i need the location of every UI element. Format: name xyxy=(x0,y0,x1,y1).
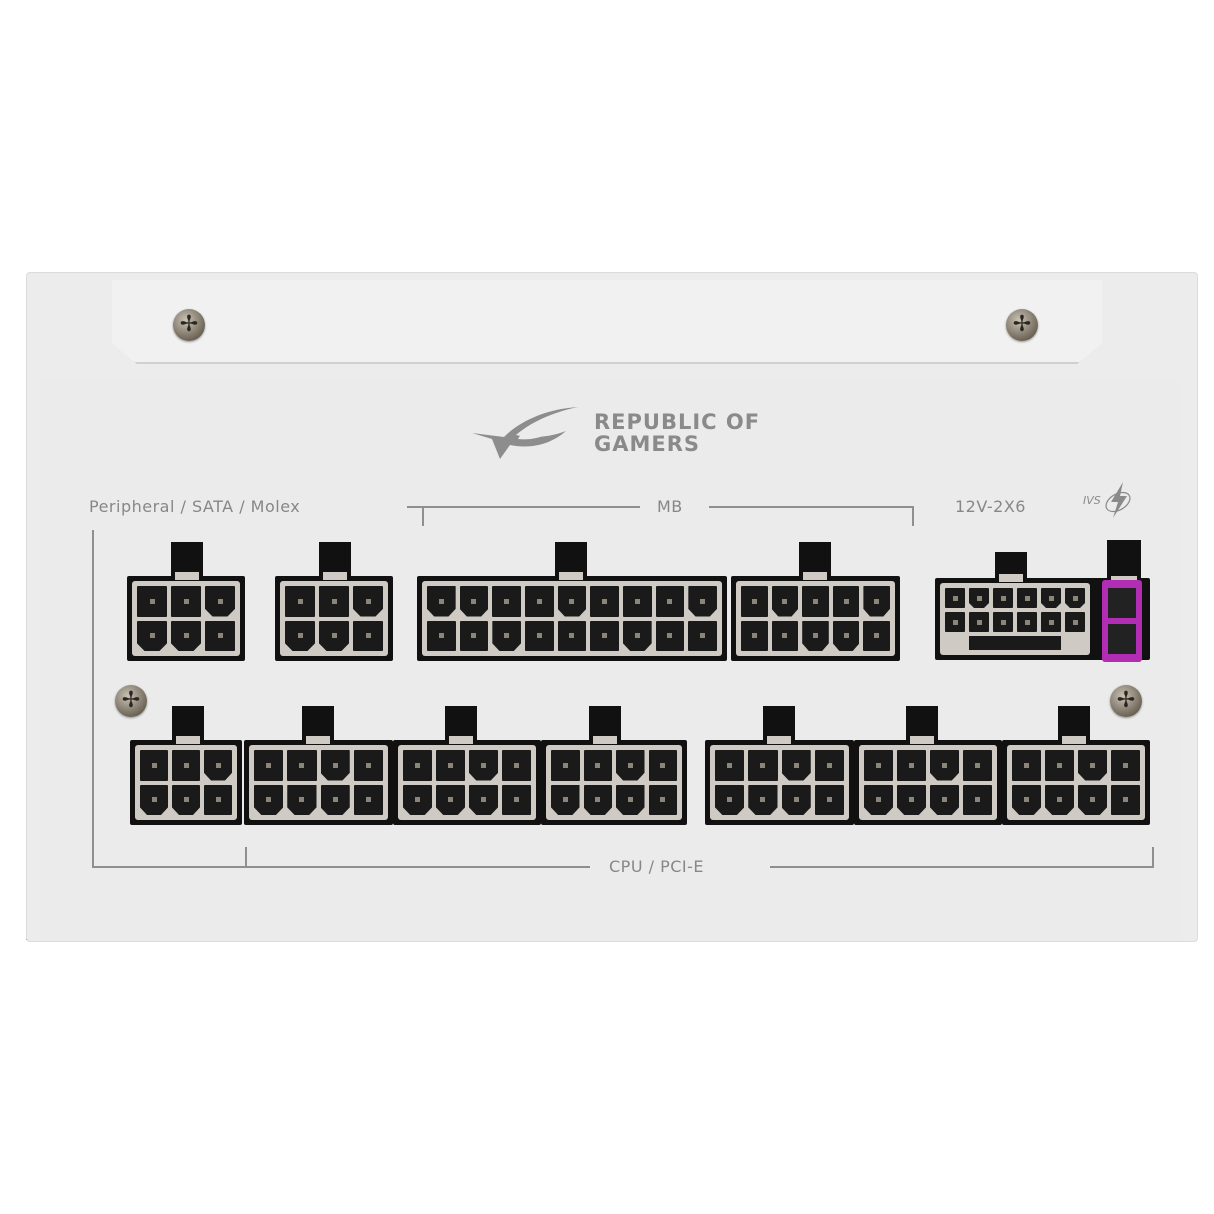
12v-2x6-section-label: 12V-2X6 xyxy=(955,497,1026,516)
peripheral-bracket-line xyxy=(92,530,94,868)
rog-logo: REPUBLIC OF GAMERS xyxy=(470,405,760,461)
ivs-badge-label: IVS xyxy=(1083,493,1101,507)
logo-text-line1: REPUBLIC OF xyxy=(594,410,761,434)
peripheral-section-label: Peripheral / SATA / Molex xyxy=(89,497,301,516)
cpu-pcie-bracket-line xyxy=(770,866,1154,868)
mb-bracket-line xyxy=(407,506,640,508)
sense-pins xyxy=(969,636,1061,650)
mb-bracket-tick xyxy=(912,506,914,526)
cpu-pcie-port-2[interactable] xyxy=(244,706,393,825)
cpu-pcie-port-3[interactable] xyxy=(393,706,541,825)
ivs-badge: IVS xyxy=(1083,480,1133,520)
cpu-pcie-port-4[interactable] xyxy=(541,706,687,825)
peripheral-bracket-tick xyxy=(245,847,247,867)
logo-text-line2: GAMERS xyxy=(594,432,701,456)
rog-eye-icon xyxy=(472,407,578,459)
lightning-bolt-icon xyxy=(1105,482,1131,518)
cpu-pcie-bracket-tick xyxy=(1152,847,1154,867)
cpu-pcie-port-1[interactable] xyxy=(130,706,242,825)
cpu-pcie-port-7[interactable] xyxy=(1002,706,1150,825)
top-mounting-plate xyxy=(112,280,1102,364)
peripheral-bracket-line xyxy=(92,866,245,868)
cpu-pcie-port-6[interactable] xyxy=(854,706,1002,825)
mb-10pin-port[interactable] xyxy=(731,542,900,661)
peripheral-port-2[interactable] xyxy=(275,542,393,661)
ivs-sense-port[interactable] xyxy=(1102,580,1142,662)
mb-bracket-tick xyxy=(422,506,424,526)
peripheral-port-1[interactable] xyxy=(127,542,245,661)
cpu-pcie-port-5[interactable] xyxy=(705,706,854,825)
mb-18pin-port[interactable] xyxy=(417,542,727,661)
mb-section-label: MB xyxy=(657,497,683,516)
screw-icon: ✢ xyxy=(1006,309,1038,341)
mb-bracket-line xyxy=(709,506,914,508)
screw-icon: ✢ xyxy=(173,309,205,341)
screw-icon: ✢ xyxy=(115,685,147,717)
screw-icon: ✢ xyxy=(1110,685,1142,717)
cpu-pcie-bracket-line xyxy=(245,866,590,868)
cpu-pcie-section-label: CPU / PCI-E xyxy=(609,857,705,876)
